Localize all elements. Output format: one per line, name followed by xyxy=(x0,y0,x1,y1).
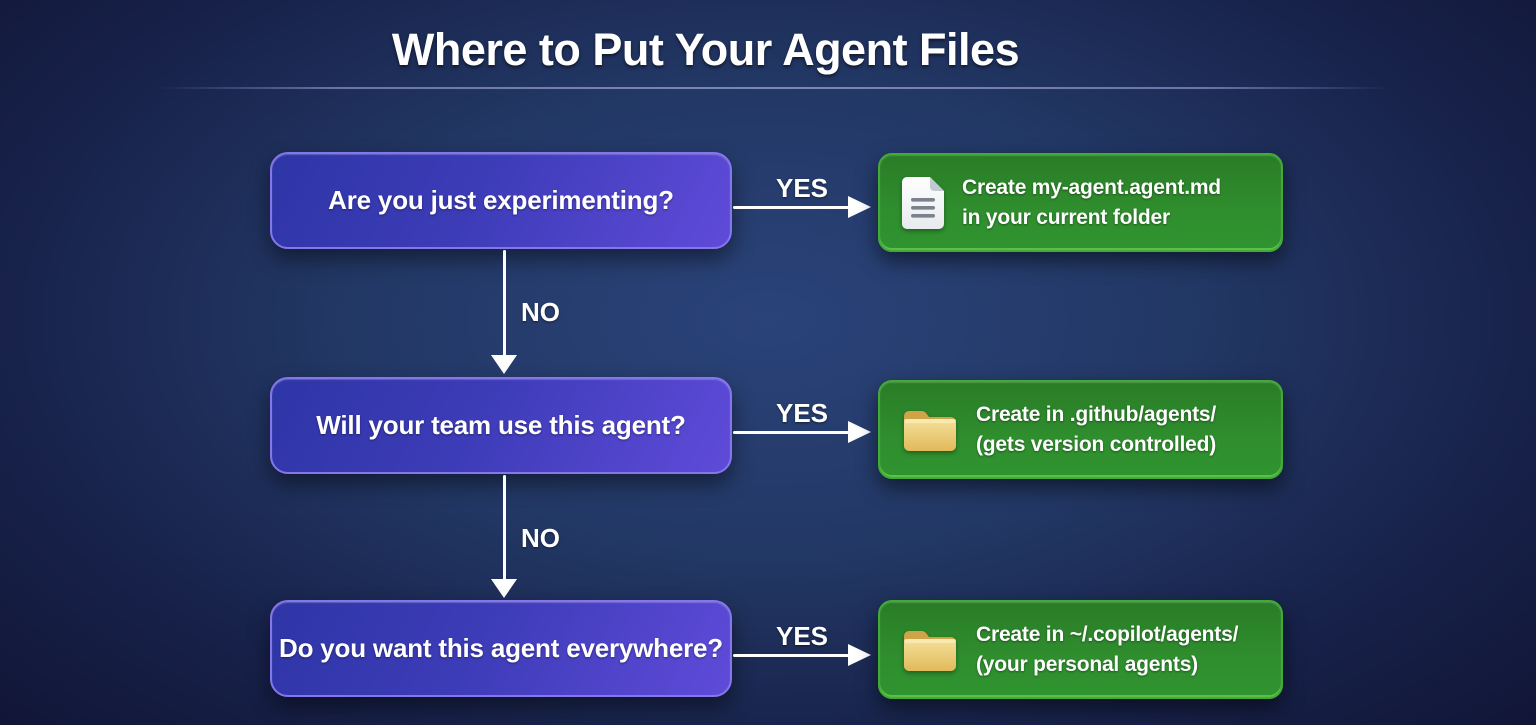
question-text: Will your team use this agent? xyxy=(316,410,686,440)
result-line-2: in your current folder xyxy=(962,205,1170,229)
result-text: Create in ~/.copilot/agents/ (your perso… xyxy=(976,620,1238,680)
yes-arrow-line xyxy=(733,431,849,434)
result-line-2: (gets version controlled) xyxy=(976,432,1217,456)
no-label: NO xyxy=(521,523,560,553)
no-arrow-head xyxy=(491,579,517,598)
folder-icon xyxy=(904,630,956,671)
result-line-2: (your personal agents) xyxy=(976,652,1198,676)
yes-arrow-head xyxy=(848,421,871,443)
result-text: Create in .github/agents/ (gets version … xyxy=(976,400,1216,460)
yes-arrow-head xyxy=(848,196,871,218)
question-text: Are you just experimenting? xyxy=(328,185,674,215)
no-arrow-line xyxy=(503,475,506,580)
result-text: Create my-agent.agent.md in your current… xyxy=(962,173,1221,233)
result-box-current-folder: Create my-agent.agent.md in your current… xyxy=(878,153,1283,252)
yes-arrow-head xyxy=(848,644,871,666)
yes-label: YES xyxy=(775,398,829,428)
no-label: NO xyxy=(521,297,560,327)
question-box-team-use: Will your team use this agent? xyxy=(270,377,732,474)
result-line-1: Create in .github/agents/ xyxy=(976,402,1217,426)
result-box-github-agents: Create in .github/agents/ (gets version … xyxy=(878,380,1283,479)
question-box-agent-everywhere: Do you want this agent everywhere? xyxy=(270,600,732,697)
yes-arrow-line xyxy=(733,654,849,657)
result-line-1: Create in ~/.copilot/agents/ xyxy=(976,622,1239,646)
yes-label: YES xyxy=(775,621,829,651)
page-title: Where to Put Your Agent Files xyxy=(391,24,1020,75)
folder-icon xyxy=(904,410,956,451)
title-divider xyxy=(158,87,1390,89)
result-line-1: Create my-agent.agent.md xyxy=(962,175,1221,199)
question-text: Do you want this agent everywhere? xyxy=(279,633,723,663)
yes-label: YES xyxy=(775,173,829,203)
no-arrow-line xyxy=(503,250,506,356)
yes-arrow-line xyxy=(733,206,849,209)
question-box-experimenting: Are you just experimenting? xyxy=(270,152,732,249)
no-arrow-head xyxy=(491,355,517,374)
document-icon xyxy=(902,176,944,229)
result-box-copilot-agents: Create in ~/.copilot/agents/ (your perso… xyxy=(878,600,1283,699)
